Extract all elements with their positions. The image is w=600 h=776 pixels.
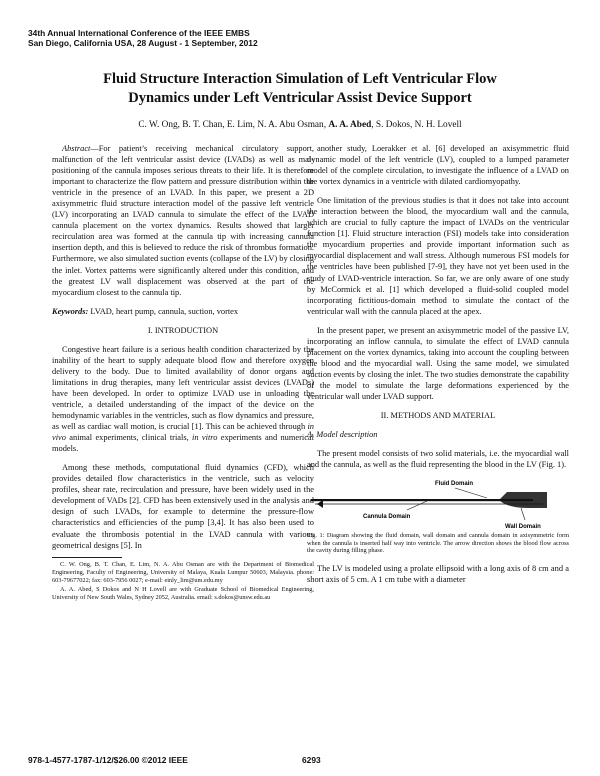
intro-invivo: in vivo xyxy=(52,422,314,443)
keywords: Keywords: LVAD, heart pump, cannula, suc… xyxy=(52,306,314,317)
section-heading-introduction: I. INTRODUCTION xyxy=(147,325,219,335)
authors-part-2: , S. Dokos, N. H. Lovell xyxy=(371,120,462,130)
figure-1-diagram: Fluid Domain Cannula Domain Wall Domain xyxy=(311,481,547,530)
figure-1: Fluid Domain Cannula Domain Wall Domain xyxy=(307,474,569,530)
footer-isbn: 978-1-4577-1787-1/12/$26.00 ©2012 IEEE xyxy=(28,755,188,765)
fluid-leader-line xyxy=(454,487,488,499)
intro-invitro: in vitro xyxy=(192,433,218,443)
cannula-domain-label: Cannula Domain xyxy=(363,514,411,520)
subsection-heading-model: A. Model description xyxy=(307,430,378,440)
author-highlighted: A. A. Abed xyxy=(328,120,372,130)
page-number: 6293 xyxy=(302,755,321,765)
abstract-text: —For patient’s receiving mechanical circ… xyxy=(52,144,314,297)
intro-p1-a: Congestive heart failure is a serious he… xyxy=(52,344,314,432)
methods-paragraph-1: The present model consists of two solid … xyxy=(307,449,569,470)
author-list: C. W. Ong, B. T. Chan, E. Lim, N. A. Abu… xyxy=(30,120,570,130)
paper-title: Fluid Structure Interaction Simulation o… xyxy=(40,70,560,108)
title-line-2: Dynamics under Left Ventricular Assist D… xyxy=(128,90,472,106)
abstract: Abstract—For patient’s receiving mechani… xyxy=(52,143,314,298)
footnote-rule xyxy=(52,556,122,558)
intro-p1-c: experiments and numerical models. xyxy=(52,433,314,454)
footnote-affiliation-2: A. A. Abed, S Dokos and N H Lovell are w… xyxy=(52,585,314,602)
conference-location: San Diego, California USA, 28 August - 1… xyxy=(28,38,258,48)
cannula-leader-line xyxy=(406,500,428,511)
wall-domain-label: Wall Domain xyxy=(505,524,541,530)
intro-paragraph-4: One limitation of the previous studies i… xyxy=(307,196,569,316)
fluid-domain-label: Fluid Domain xyxy=(435,481,473,487)
conference-name: 34th Annual International Conference of … xyxy=(28,28,250,38)
footnote-affiliation-1: C. W. Ong, B. T. Chan, E. Lim, N. A. Abu… xyxy=(52,560,314,585)
right-column: another study, Loerakker et al. [6] deve… xyxy=(307,143,569,585)
intro-paragraph-3: another study, Loerakker et al. [6] deve… xyxy=(307,144,569,187)
conference-header: 34th Annual International Conference of … xyxy=(28,28,258,48)
keywords-text: LVAD, heart pump, cannula, suction, vort… xyxy=(88,306,239,316)
section-heading-methods: II. METHODS AND MATERIAL xyxy=(380,411,496,421)
methods-paragraph-2: The LV is modeled using a prolate ellips… xyxy=(307,564,569,585)
intro-paragraph-2: Among these methods, computational fluid… xyxy=(52,463,314,550)
footnotes: C. W. Ong, B. T. Chan, E. Lim, N. A. Abu… xyxy=(52,561,314,603)
figure-1-caption: Fig. 1: Diagram showing the fluid domain… xyxy=(307,532,569,555)
intro-p1-b: animal experiments, clinical trials, xyxy=(65,433,193,443)
intro-paragraph-1: Congestive heart failure is a serious he… xyxy=(52,344,314,454)
intro-paragraph-5: In the present paper, we present an axis… xyxy=(307,325,569,401)
left-column: Abstract—For patient’s receiving mechani… xyxy=(52,143,314,603)
cannula-shape xyxy=(311,499,533,502)
abstract-label: Abstract xyxy=(62,144,91,153)
flow-arrow-icon xyxy=(317,500,323,509)
keywords-label: Keywords: xyxy=(52,306,89,316)
authors-part-1: C. W. Ong, B. T. Chan, E. Lim, N. A. Abu… xyxy=(138,120,329,130)
wall-leader-line xyxy=(520,508,526,521)
title-line-1: Fluid Structure Interaction Simulation o… xyxy=(103,71,497,87)
